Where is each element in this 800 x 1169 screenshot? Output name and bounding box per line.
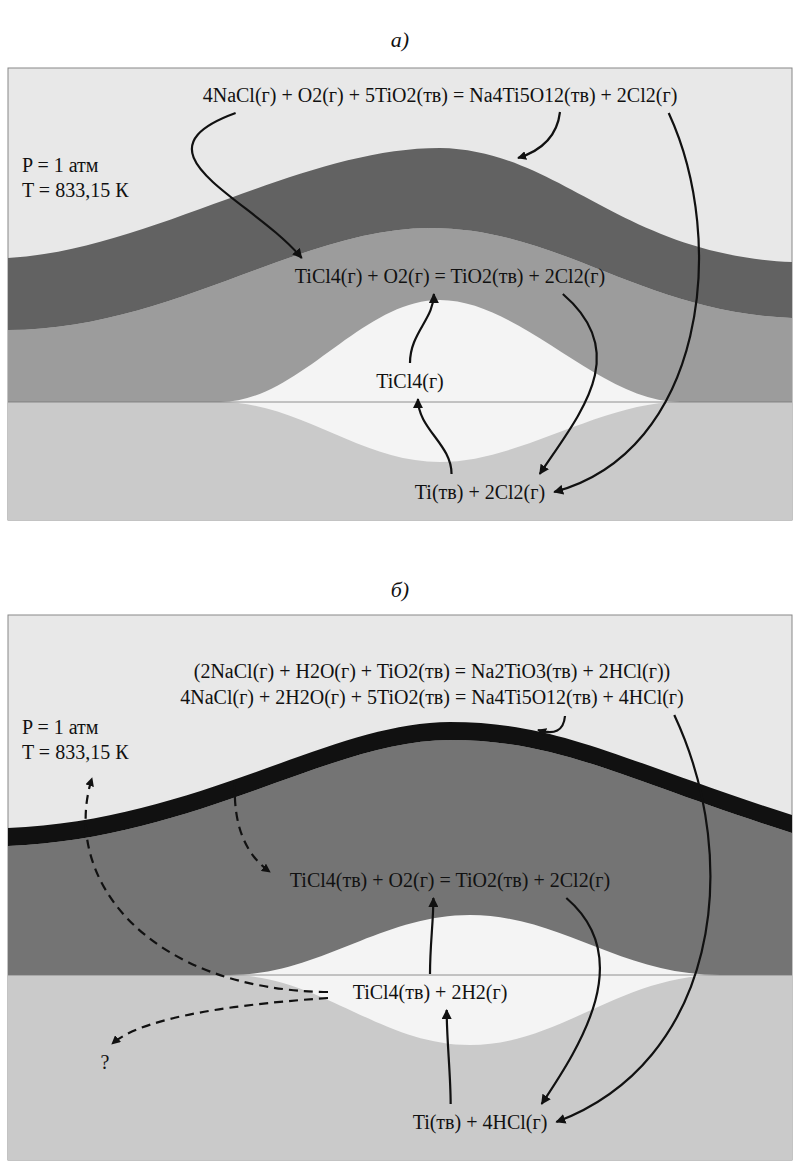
reaction-node: 4NaCl(г) + O2(г) + 5TiO2(тв) = Na4Ti5O12… <box>197 80 684 110</box>
reaction-node: Ti(тв) + 2Cl2(г) <box>409 477 551 507</box>
reaction-formula: (2NaCl(г) + H2O(г) + TiO2(тв) = Na2TiO3(… <box>180 658 684 684</box>
reaction-formula: TiCl4(тв) + O2(г) = TiO2(тв) + 2Cl2(г) <box>290 867 610 893</box>
gas-region <box>8 68 792 520</box>
reaction-node: TiCl4(г) + O2(г) = TiO2(тв) + 2Cl2(г) <box>289 261 611 291</box>
reaction-formula: Ti(тв) + 2Cl2(г) <box>415 479 545 505</box>
gas-cavity <box>220 300 680 462</box>
reaction-arrow <box>430 898 433 974</box>
condition-label: P = 1 атм <box>22 153 98 177</box>
reaction-arrow <box>447 1010 451 1104</box>
reaction-formula: TiCl4(г) + O2(г) = TiO2(тв) + 2Cl2(г) <box>295 263 605 289</box>
reaction-node: TiCl4(г) <box>370 366 450 396</box>
reaction-arrow <box>410 294 434 363</box>
condition-label: T = 833,15 К <box>22 178 128 202</box>
reaction-arrow <box>540 294 597 474</box>
reaction-formula: TiCl4(тв) + 2H2(г) <box>353 979 508 1005</box>
sodium-titanate-layer <box>8 148 792 330</box>
reaction-arrow <box>518 112 560 158</box>
condition-label: P = 1 атм <box>22 715 98 739</box>
gas-region <box>8 615 792 1160</box>
dashed-arrow <box>112 998 328 1044</box>
reaction-formula: 4NaCl(г) + O2(г) + 5TiO2(тв) = Na4Ti5O12… <box>203 82 678 108</box>
reaction-arrow <box>556 715 710 1122</box>
reaction-formula: TiCl4(г) <box>376 368 444 394</box>
substrate-boundary <box>8 402 792 403</box>
gas-cavity <box>230 915 720 1045</box>
question-mark: ? <box>101 1050 110 1074</box>
titanium-substrate <box>8 975 792 1160</box>
sodium-titanate-layer <box>8 722 792 846</box>
reaction-formula: 4NaCl(г) + 2H2O(г) + 5TiO2(тв) = Na4Ti5O… <box>180 684 684 710</box>
reaction-formula: Ti(тв) + 4HCl(г) <box>413 1109 548 1135</box>
condition-label: T = 833,15 К <box>22 740 128 764</box>
reaction-node: TiCl4(тв) + 2H2(г) <box>347 977 514 1007</box>
reaction-node: (2NaCl(г) + H2O(г) + TiO2(тв) = Na2TiO3(… <box>174 656 690 712</box>
reaction-node: Ti(тв) + 4HCl(г) <box>407 1107 554 1137</box>
reaction-arrow <box>554 113 699 492</box>
reaction-arrow <box>542 898 600 1104</box>
panel-label: а) <box>391 28 409 52</box>
dashed-arrow <box>235 782 270 872</box>
substrate-boundary <box>8 975 792 976</box>
reaction-arrow <box>192 113 302 258</box>
panel-label: б) <box>391 578 409 602</box>
reaction-arrow <box>538 716 565 732</box>
reaction-arrow <box>418 399 452 474</box>
reaction-node: TiCl4(тв) + O2(г) = TiO2(тв) + 2Cl2(г) <box>284 865 616 895</box>
